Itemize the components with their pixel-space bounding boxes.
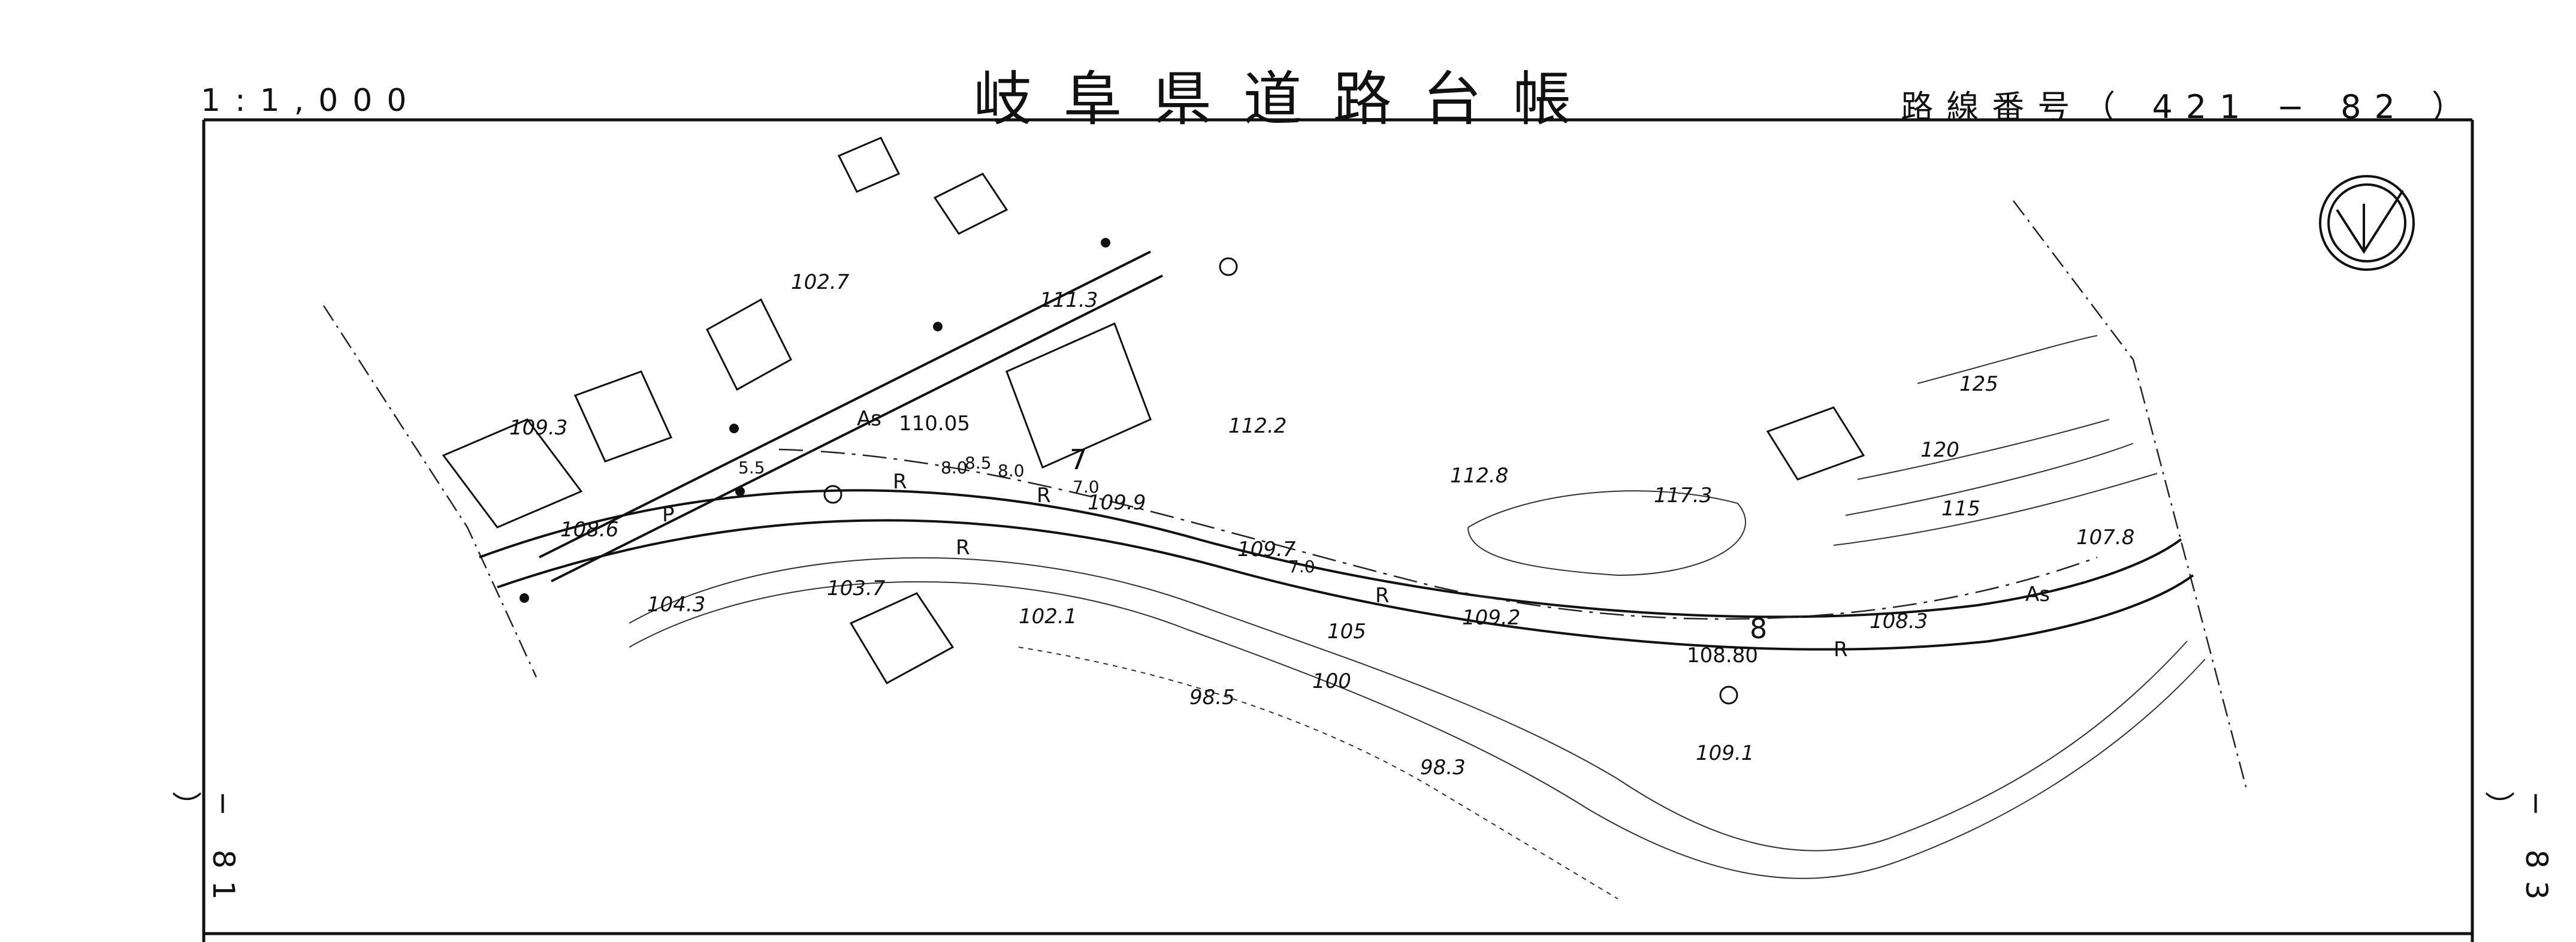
map-scale: 1:1,000 [201,83,421,119]
elevation-label: 108.80 [1687,644,1758,668]
surface-labels: As As R R R R R P [662,407,2050,662]
surface-label: R [1037,484,1051,508]
map-frame [202,118,2474,942]
contour-lines [629,335,2206,899]
elevation-label: 112.8 [1450,464,1508,488]
elevation-label: 108.3 [1870,609,1928,633]
station-label: 7.0 [1073,477,1100,497]
elevation-label: 120 [1920,438,1959,462]
station-label: 7.0 [1288,557,1315,576]
north-arrow-icon [2319,175,2415,271]
surface-label: R [893,470,907,494]
surface-label: P [662,503,675,527]
elevation-label: 117.3 [1654,484,1712,508]
station-label: 8 [1750,612,1767,645]
elevation-label: 103.7 [827,576,886,600]
station-label: 5.5 [738,458,765,478]
adjacent-sheet-left: − 81 ） [167,791,241,912]
surface-label: As [857,407,881,431]
road-centerline [778,448,2098,620]
elevation-label: 109.3 [509,416,567,440]
elevation-label: 100 [1312,669,1351,693]
survey-points [520,238,1738,705]
surface-label: R [1375,584,1390,608]
elevation-label: 107.8 [2076,526,2134,550]
adjacent-sheet-right: − 83 ） [2480,791,2554,912]
page-title: 岐阜県道路台帳 [973,65,1603,134]
station-label: 8.5 [965,453,992,473]
elevation-label: 108.6 [560,518,618,542]
elevation-label: 111.3 [1040,288,1098,312]
station-label: 8.0 [998,461,1025,481]
surface-label: R [956,536,970,560]
elevation-label: 109.1 [1696,741,1754,765]
elevation-label: 98.5 [1189,686,1235,709]
road-edges [479,250,2194,651]
survey-boundary [322,200,2248,792]
surface-label: R [1834,638,1848,662]
elevation-label: 102.7 [791,270,850,294]
station-label: 8.0 [941,458,968,478]
elevation-label: 98.3 [1420,756,1466,780]
elevation-label: 109.7 [1237,538,1296,561]
elevation-label: 110.05 [899,412,970,436]
surface-label: As [2025,582,2050,606]
elevation-labels: 102.7 111.3 109.3 110.05 112.2 112.8 117… [509,270,2134,780]
elevation-label: 104.3 [647,593,705,617]
elevation-label: 102.1 [1019,605,1077,629]
elevation-label: 112.2 [1228,414,1287,438]
elevation-label: 105 [1327,620,1366,644]
building-outlines [442,137,1865,685]
station-labels: 7 8 5.5 8.0 8.5 8.0 7.0 7.0 [738,443,1767,645]
elevation-label: 109.2 [1462,606,1520,630]
elevation-label: 115 [1941,497,1980,521]
elevation-label: 125 [1959,372,1998,396]
elevation-label: 109.9 [1088,491,1146,515]
station-label: 7 [1070,443,1087,476]
